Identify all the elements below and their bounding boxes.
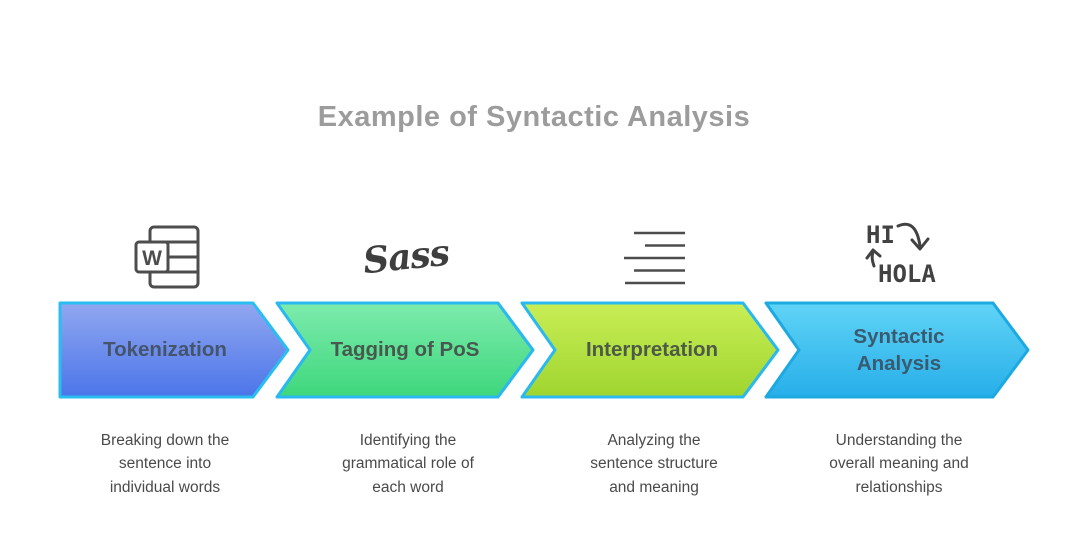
chevron-step-1 <box>58 301 290 399</box>
step-label-tokenization: Tokenization <box>103 338 227 362</box>
page-title: Example of Syntactic Analysis <box>317 101 751 133</box>
step-description: Understanding the overall meaning and re… <box>829 432 969 496</box>
sass-logo-icon: Sass <box>346 226 466 288</box>
step-description: Identifying the grammatical role of each… <box>342 432 474 496</box>
word-letter: W <box>142 247 162 270</box>
word-document-icon: W <box>133 224 203 290</box>
text-lines-icon <box>623 229 689 287</box>
chevron-step-4 <box>764 301 1030 399</box>
step-description: Analyzing the sentence structure and mea… <box>590 432 718 496</box>
translation-icon: HI HOLA <box>852 214 948 290</box>
step-label-tagging-of-pos: Tagging of PoS <box>330 338 480 362</box>
chevron-step-2 <box>275 301 535 399</box>
step-description: Breaking down the sentence into individu… <box>100 432 230 496</box>
step-label-syntactic-analysis: Syntactic Analysis <box>853 324 945 375</box>
sass-logo-text: Sass <box>361 231 451 283</box>
step-label-interpretation: Interpretation <box>585 338 719 362</box>
translation-hi-text: HI <box>866 221 895 249</box>
translation-hola-text: HOLA <box>878 260 936 288</box>
chevron-step-3 <box>520 301 780 399</box>
